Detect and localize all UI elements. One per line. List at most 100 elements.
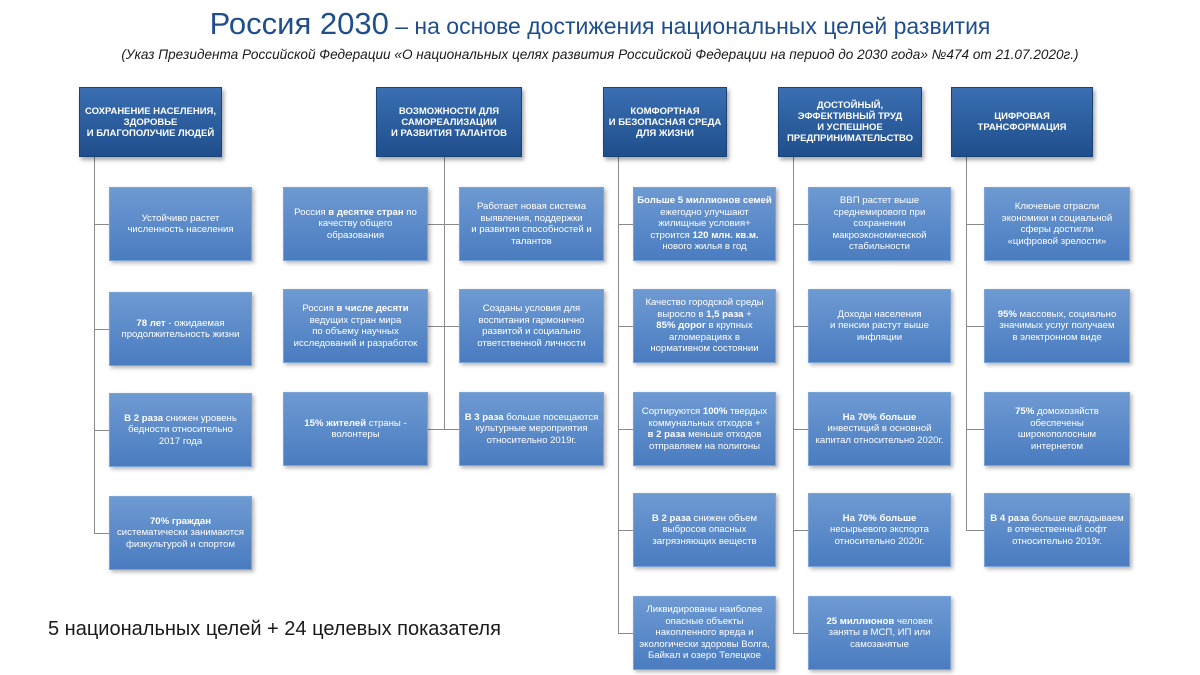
indicator-highlight: 100% <box>702 406 728 417</box>
indicator-box: 75% домохозяйств обеспечены широкополосн… <box>984 392 1130 466</box>
indicator-text: ВВП растет выше среднемирового при сохра… <box>832 195 926 253</box>
connector-line <box>428 224 459 225</box>
connector-line <box>793 224 808 225</box>
connector-line <box>444 157 445 429</box>
goal-header-decent-work: ДОСТОЙНЫЙ, ЭФФЕКТИВНЫЙ ТРУД И УСПЕШНОЕ П… <box>778 87 922 157</box>
indicator-text-segment: несырьевого экспорта относительно 2020г. <box>830 524 929 547</box>
connector-line <box>94 533 109 534</box>
indicator-text: 25 миллионов человек заняты в МСП, ИП ил… <box>826 616 932 651</box>
indicator-text-segment: - ожидаемая продолжительность жизни <box>121 317 240 341</box>
indicator-highlight: 15% жителей <box>304 417 367 429</box>
indicator-box: 78 лет - ожидаемая продолжительность жиз… <box>109 292 252 366</box>
indicator-text: В 4 раза больше вкладываем в отечественн… <box>990 513 1124 548</box>
indicator-text-segment: систематически занимаются физкультурой и… <box>117 527 244 550</box>
indicator-text-segment: по качеству общего образования <box>318 206 417 241</box>
footer-indicators-count: 24 <box>284 618 307 640</box>
indicator-highlight: В 4 раза <box>990 512 1030 524</box>
indicator-text: 75% домохозяйств обеспечены широкополосн… <box>1015 406 1099 452</box>
connector-line <box>428 326 459 327</box>
indicator-text: На 70% больше инвестиций в основной капи… <box>815 412 943 447</box>
title-main: Россия 2030 <box>209 6 389 41</box>
indicator-highlight: 1,5 раза <box>706 308 744 320</box>
indicator-text: Россия в числе десяти ведущих стран мира… <box>294 303 418 349</box>
indicator-text-segment: ежегодно улучшают жилищные условия+ стро… <box>650 206 751 241</box>
indicator-text: На 70% больше несырьевого экспорта относ… <box>830 513 929 548</box>
indicator-highlight: в числе десяти <box>336 303 409 314</box>
indicator-box: В 2 раза снижен уровень бедности относит… <box>109 393 252 467</box>
connector-line <box>793 326 808 327</box>
indicator-highlight: 70% граждан <box>149 515 212 527</box>
page-subtitle: (Указ Президента Российской Федерации «О… <box>121 47 1079 62</box>
page-title: Россия 2030 – на основе достижения нацио… <box>0 6 1200 42</box>
indicator-highlight: 78 лет <box>136 317 166 329</box>
footer-indicators-label: целевых показателя <box>306 618 501 640</box>
indicator-text: Устойчиво растет численность населения <box>127 213 233 236</box>
connector-line <box>428 429 459 430</box>
indicator-text-segment: меньше отходов отправляем на полигоны <box>648 429 762 452</box>
indicator-text-segment: ведущих стран мира по объему научных исс… <box>293 314 418 349</box>
indicator-text-segment: страны - волонтеры <box>331 417 407 441</box>
indicator-highlight: В 3 раза <box>464 411 504 423</box>
indicator-text-segment: твердых коммунальных отходов + <box>648 406 768 429</box>
indicator-highlight: в 2 раза <box>647 429 686 440</box>
indicator-text: В 2 раза снижен объем выбросов опасных з… <box>652 513 757 548</box>
indicator-box: ВВП растет выше среднемирового при сохра… <box>808 187 951 261</box>
indicator-text: Работает новая система выявления, поддер… <box>471 201 592 247</box>
connector-line <box>966 429 984 430</box>
indicator-highlight: 25 миллионов <box>826 615 895 627</box>
indicator-text-segment: Устойчиво растет численность населения <box>127 212 234 236</box>
indicator-text-segment: Ликвидированы наиболее опасные объекты н… <box>639 604 770 662</box>
indicator-text: 70% граждан систематически занимаются фи… <box>117 516 244 551</box>
connector-line <box>618 326 633 327</box>
indicator-box: 15% жителей страны - волонтеры <box>283 392 428 466</box>
footer-goals-count: 5 <box>48 618 60 640</box>
indicator-box: На 70% больше несырьевого экспорта относ… <box>808 493 951 567</box>
indicator-highlight: В 2 раза <box>124 412 164 424</box>
indicator-box: Доходы населения и пенсии растут выше ин… <box>808 289 951 363</box>
indicator-text-segment: + <box>746 308 752 320</box>
indicator-text-segment: ВВП растет выше среднемирового при сохра… <box>832 195 927 253</box>
indicator-box: Россия в числе десяти ведущих стран мира… <box>283 289 428 363</box>
indicator-text-segment: снижен уровень бедности относительно 201… <box>128 412 237 447</box>
indicator-box: 25 миллионов человек заняты в МСП, ИП ил… <box>808 596 951 670</box>
indicator-highlight: На 70% больше <box>842 512 917 524</box>
indicator-box: Устойчиво растет численность населения <box>109 187 252 261</box>
connector-line <box>966 157 967 530</box>
indicator-box: Созданы условия для воспитания гармоничн… <box>459 289 604 363</box>
indicator-text: В 2 раза снижен уровень бедности относит… <box>124 413 237 448</box>
indicator-box: Работает новая система выявления, поддер… <box>459 187 604 261</box>
connector-line <box>966 530 984 531</box>
connector-line <box>618 633 633 634</box>
connector-line <box>94 430 109 431</box>
indicator-text-segment: больше вкладываем в отечественный софт о… <box>1007 512 1124 547</box>
indicator-highlight: На 70% больше <box>842 411 917 423</box>
indicator-box: Россия в десятке стран по качеству общег… <box>283 187 428 261</box>
connector-line <box>793 530 808 531</box>
indicator-text-segment: Доходы населения и пенсии растут выше ин… <box>830 308 929 343</box>
indicator-text-segment: инвестиций в основной капитал относитель… <box>815 423 944 446</box>
indicator-box: На 70% больше инвестиций в основной капи… <box>808 392 951 466</box>
indicator-box: Сортируются 100% твердых коммунальных от… <box>633 392 776 466</box>
indicator-highlight: 85% дорог <box>656 320 706 332</box>
indicator-highlight: 95% <box>997 308 1017 320</box>
connector-line <box>94 224 109 225</box>
indicator-highlight: Больше 5 миллионов семей <box>637 195 772 207</box>
indicator-box: Больше 5 миллионов семей ежегодно улучша… <box>633 187 776 261</box>
indicator-text-segment: нового жилья в год <box>662 241 747 253</box>
indicator-box: Качество городской среды выросло в 1,5 р… <box>633 289 776 363</box>
indicator-highlight: в десятке стран <box>328 206 404 218</box>
connector-line <box>618 530 633 531</box>
indicator-text: Сортируются 100% твердых коммунальных от… <box>642 406 767 452</box>
indicator-text: 78 лет - ожидаемая продолжительность жиз… <box>122 318 240 341</box>
indicator-text-segment: Качество городской среды выросло в <box>645 297 764 320</box>
indicator-text: Ликвидированы наиболее опасные объекты н… <box>639 604 769 662</box>
indicator-text-segment: Работает новая система выявления, поддер… <box>471 201 592 247</box>
indicator-box: В 2 раза снижен объем выбросов опасных з… <box>633 493 776 567</box>
indicator-text-segment: домохозяйств обеспечены широкополосным и… <box>1017 406 1099 452</box>
connector-line <box>618 157 619 633</box>
indicator-text: Больше 5 миллионов семей ежегодно улучша… <box>637 195 772 253</box>
goal-header-comfortable-environment: КОМФОРТНАЯ И БЕЗОПАСНАЯ СРЕДА ДЛЯ ЖИЗНИ <box>603 87 727 157</box>
indicator-text-segment: снижен объем выбросов опасных загрязняющ… <box>652 512 758 547</box>
indicator-text: Созданы условия для воспитания гармоничн… <box>477 303 585 349</box>
indicator-text: Качество городской среды выросло в 1,5 р… <box>645 297 763 355</box>
